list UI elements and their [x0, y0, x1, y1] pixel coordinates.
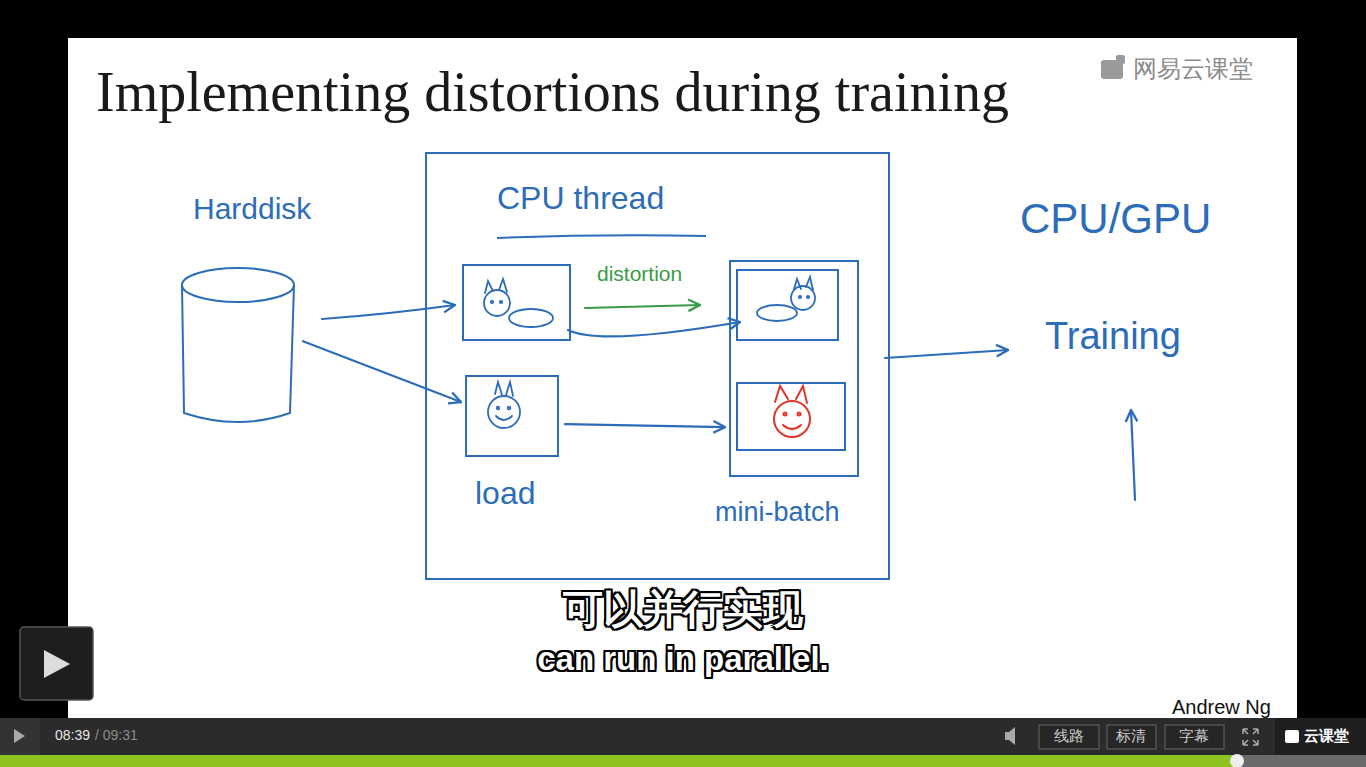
cat-doodle [484, 277, 815, 428]
watermark-icon [1116, 55, 1125, 64]
player-button: 标清 [1116, 727, 1146, 744]
subtitle: can run in parallel. [537, 640, 829, 678]
big-play-button [20, 627, 93, 700]
author-credit: Andrew Ng [1172, 696, 1271, 719]
slide-title: Implementing distortions during training [96, 60, 1009, 124]
cat-doodle [757, 305, 797, 321]
cat-doodle [495, 382, 502, 395]
node-label: Harddisk [193, 192, 311, 227]
hand-label: CPU/GPU [1020, 195, 1211, 243]
cat-doodle [491, 301, 493, 303]
cat-doodle [509, 309, 553, 327]
progress-bar [1237, 755, 1366, 767]
brand-label: 云课堂 [1304, 727, 1349, 744]
progress-bar [0, 754, 1366, 767]
hand-drawn-arrow [322, 305, 455, 319]
watermark-icon [1101, 55, 1125, 79]
hand-label: Training [1045, 315, 1181, 359]
player-bar [1005, 727, 1015, 745]
subtitle: 可以并行实现 [563, 586, 803, 632]
cat-doodle [499, 279, 507, 292]
progress-bar [1230, 754, 1244, 767]
red-cat-doodle [774, 386, 810, 437]
player-bar [1275, 718, 1366, 755]
cat-doodle [485, 281, 493, 293]
cat-doodle [799, 296, 801, 298]
cat-doodle [794, 279, 801, 289]
player-bar [1285, 730, 1299, 743]
image-frame [463, 265, 570, 340]
time-current: 08:39 [55, 727, 90, 743]
cat-doodle [807, 296, 809, 298]
batch-box: mini-batch [729, 260, 859, 477]
data-flow-arrow [565, 424, 725, 427]
hand-drawn-arrow [568, 322, 740, 336]
heading-underline [497, 235, 706, 238]
cat-doodle [500, 301, 502, 303]
player-bar [0, 718, 1366, 755]
red-cat-doodle [798, 413, 801, 416]
thread-box: CPU thread load mini-batch [425, 152, 890, 580]
red-cat-doodle [784, 413, 787, 416]
watermark-icon [1101, 60, 1123, 79]
player-bar [0, 718, 1366, 755]
image-frame [463, 265, 845, 450]
player-bar [1165, 725, 1224, 749]
image-frame [737, 270, 838, 340]
image-box: load [465, 375, 559, 457]
player-button: 线路 [1054, 727, 1084, 744]
data-flow-arrow [303, 341, 461, 402]
storage-cylinder: Harddisk [176, 190, 321, 425]
distortion-arrow [585, 305, 700, 308]
cat-doodle [488, 396, 520, 428]
big-play-button [20, 627, 93, 700]
player-bar [1107, 725, 1156, 749]
big-play-button [44, 650, 70, 678]
cylinder-outline [182, 268, 294, 302]
red-cat-doodle [775, 386, 788, 402]
time-total: / 09:31 [95, 727, 138, 743]
cylinder-outline [179, 267, 297, 425]
node-label: load [475, 475, 536, 512]
hand-drawn-arrow [1131, 410, 1135, 500]
red-cat-doodle [796, 386, 807, 403]
cat-doodle [484, 290, 510, 316]
cat-doodle [806, 277, 813, 290]
player-bar [1243, 729, 1258, 745]
cat-doodle [791, 286, 815, 310]
image-frame [737, 383, 845, 450]
cat-doodle [508, 407, 511, 410]
cat-doodle [497, 407, 500, 410]
cat-doodle [506, 382, 513, 396]
node-label: CPU thread [497, 180, 664, 217]
red-cat-doodle [774, 401, 810, 437]
hand-drawn-arrow [885, 350, 1008, 358]
arrow-label: distortion [597, 262, 682, 286]
node-label: mini-batch [715, 497, 840, 528]
player-button: 字幕 [1179, 727, 1209, 744]
slide-background [68, 38, 1297, 718]
player-bar [0, 718, 40, 755]
player-bar [1039, 725, 1099, 749]
player-bar [14, 729, 25, 743]
progress-bar [0, 755, 1237, 767]
red-cat-doodle [783, 425, 801, 429]
cat-doodle [496, 416, 512, 420]
watermark: 网易云课堂 [1133, 55, 1253, 83]
cylinder-outline [182, 285, 294, 422]
